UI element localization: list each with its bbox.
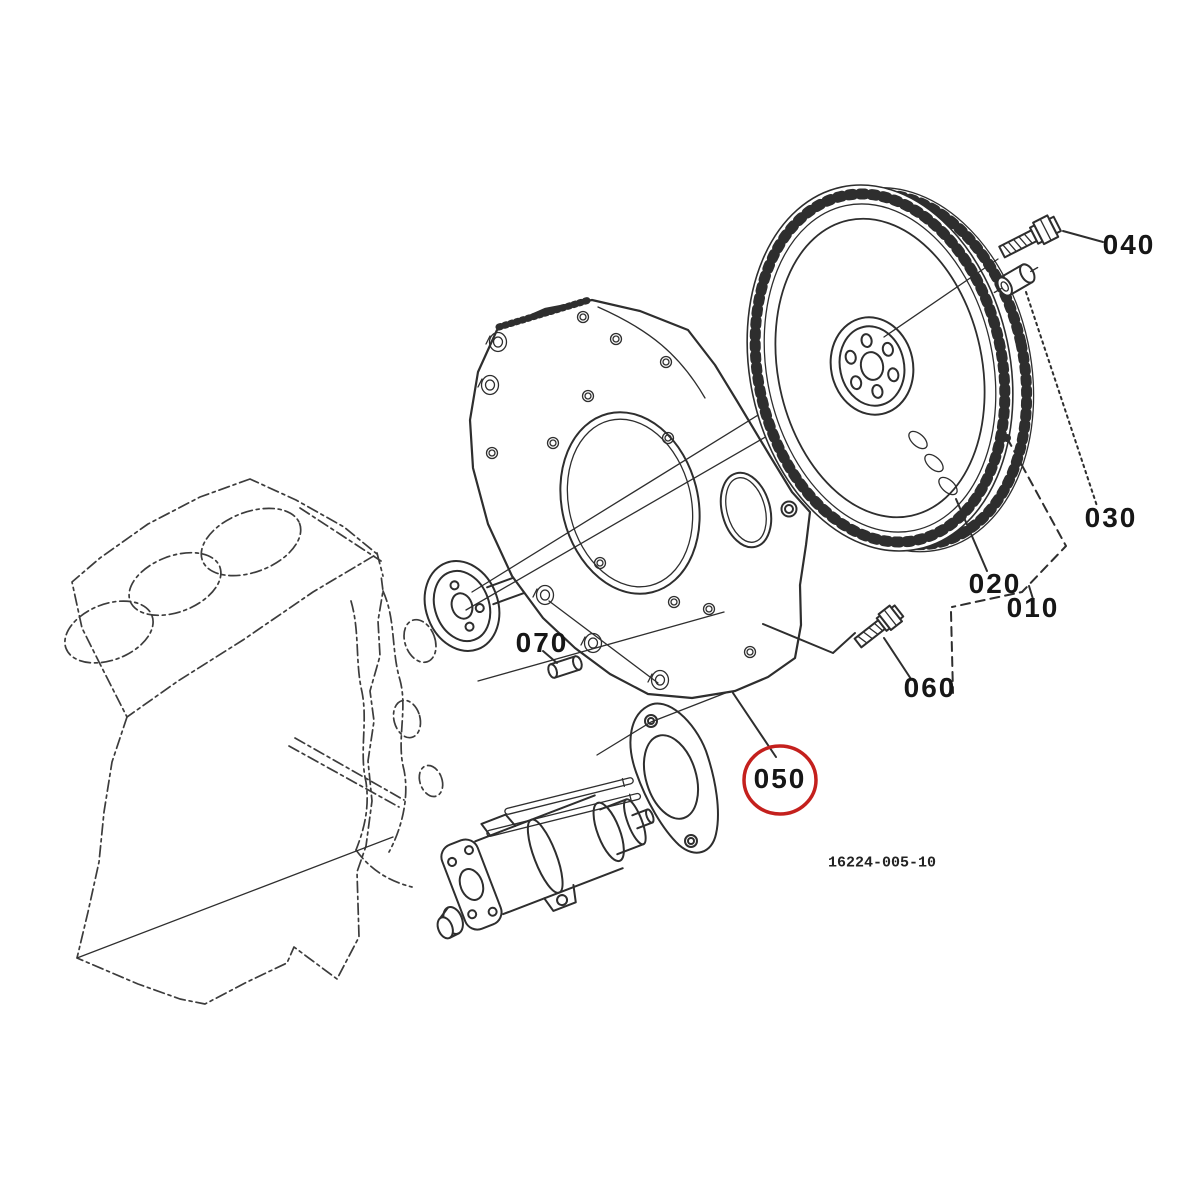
pump-gasket (630, 703, 718, 852)
flywheel-hub (822, 310, 923, 423)
leader-040 (1063, 231, 1103, 242)
callout-020[interactable]: 020 (968, 568, 1022, 599)
pump-stud-bolt-upper (504, 776, 634, 816)
hydraulic-pump-body (409, 766, 672, 952)
flywheel-bolt-040 (997, 213, 1063, 263)
bolt-axis-line (884, 259, 998, 337)
callout-030[interactable]: 030 (1084, 502, 1138, 533)
engine-block (56, 479, 447, 1004)
assembly-projection-lines-lower (77, 692, 728, 958)
flywheel-lightening-holes (906, 428, 960, 498)
callout-050-highlighted[interactable]: 050 (753, 763, 807, 794)
plate-bolt-060 (852, 603, 905, 651)
leader-020 (956, 499, 987, 571)
leader-010 (951, 434, 1066, 693)
callout-060[interactable]: 060 (903, 672, 957, 703)
highlight-circle-050 (744, 746, 816, 814)
leader-070 (543, 651, 557, 663)
leader-030 (1026, 292, 1097, 506)
drawing-code: 16224-005-10 (827, 854, 937, 872)
flywheel (714, 156, 1066, 581)
flywheel-housing-plate (470, 300, 810, 698)
plate-mount-collars (478, 333, 669, 690)
bushing-030 (989, 259, 1042, 301)
leader-060 (763, 624, 911, 679)
callout-010[interactable]: 010 (1006, 592, 1060, 623)
plate-bolt-holes (487, 312, 756, 658)
dowel-pin-070 (547, 655, 584, 679)
callout-070[interactable]: 070 (515, 627, 569, 658)
callout-040[interactable]: 040 (1102, 229, 1156, 260)
